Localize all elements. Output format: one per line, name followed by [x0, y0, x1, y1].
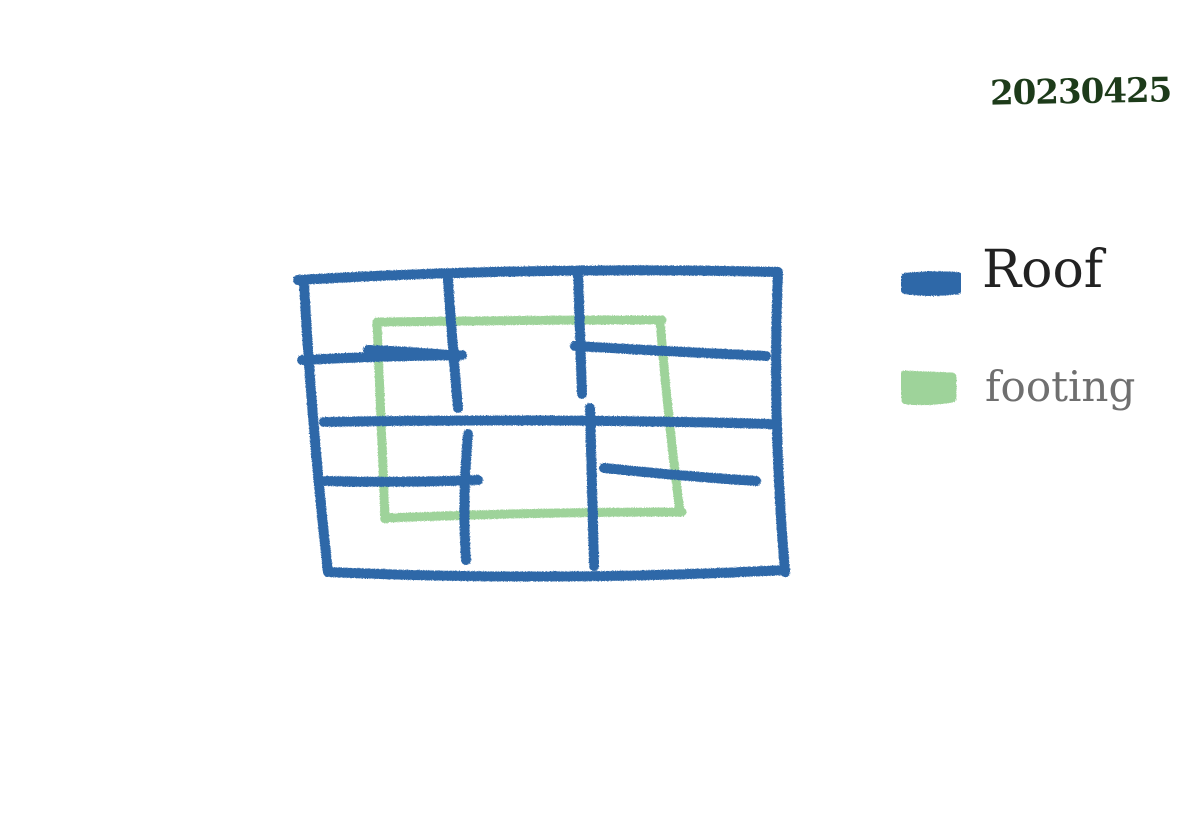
roof-v-left-lower	[459, 429, 473, 565]
date-label: 20230425	[989, 70, 1172, 114]
roof-h-right-lower	[599, 463, 761, 486]
roof-top-edge	[293, 265, 783, 285]
roof-h-right-upper	[570, 341, 771, 361]
legend	[899, 271, 962, 406]
footing-top	[373, 315, 667, 327]
roof-lines	[293, 265, 790, 582]
legend-roof-swatch	[901, 271, 962, 296]
legend-footing-swatch	[899, 370, 957, 406]
roof-v-right-lower	[585, 403, 599, 571]
roof-h-left-lower	[321, 475, 483, 487]
footing-bottom	[380, 507, 687, 523]
roof-h-left-upper-accent	[363, 345, 463, 361]
roof-v-right-upper	[573, 267, 587, 399]
legend-footing-label: footing	[985, 362, 1136, 411]
roof-h-middle	[319, 415, 781, 429]
legend-roof-label: Roof	[982, 240, 1104, 300]
roof-bottom-edge	[323, 565, 790, 582]
roof-left-edge	[299, 279, 333, 577]
roof-v-left-upper	[443, 275, 463, 413]
